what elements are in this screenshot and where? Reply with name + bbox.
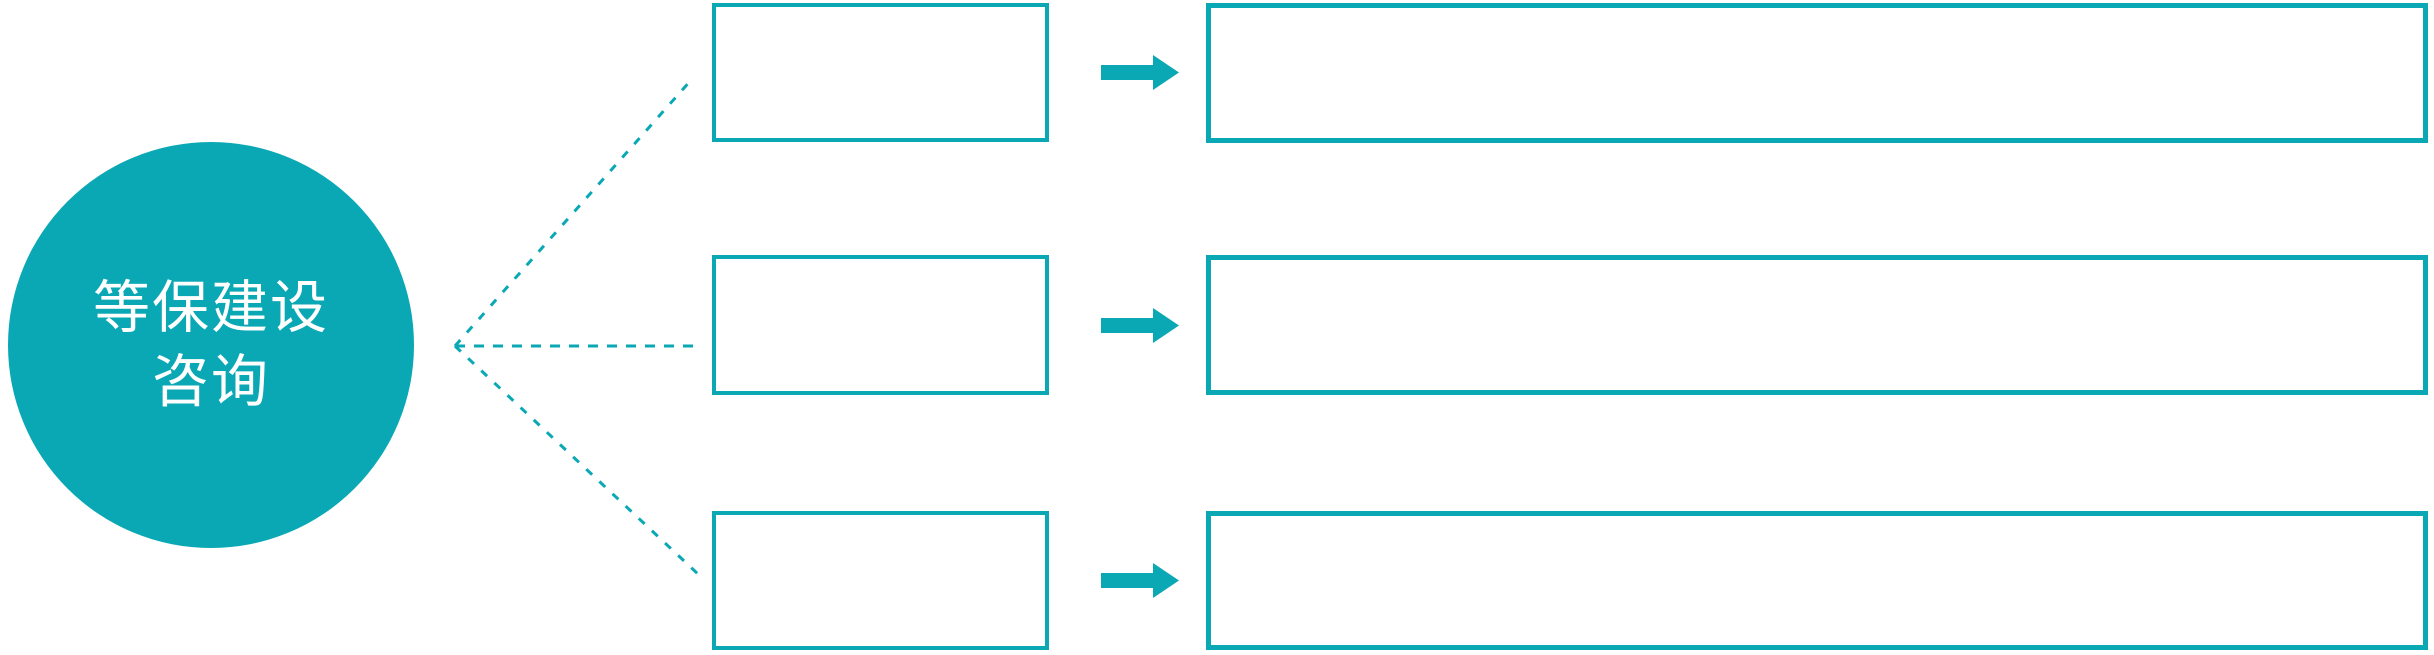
root-node-label-line2: 咨询 xyxy=(152,350,270,414)
detail-box-2 xyxy=(1206,255,2428,395)
root-node-circle: 等保建设 咨询 xyxy=(8,142,414,548)
branch-box-2 xyxy=(712,255,1049,395)
right-arrow-icon-3 xyxy=(1101,563,1179,598)
connector-line-bottom xyxy=(453,344,700,576)
branch-box-1 xyxy=(712,3,1049,142)
branch-box-3 xyxy=(712,511,1049,650)
detail-box-3 xyxy=(1206,511,2428,650)
root-node-label-line1: 等保建设 xyxy=(93,276,329,340)
right-arrow-icon-1 xyxy=(1101,55,1179,90)
detail-box-1 xyxy=(1206,3,2428,143)
connector-line-top xyxy=(453,78,694,347)
right-arrow-icon-2 xyxy=(1101,308,1179,343)
